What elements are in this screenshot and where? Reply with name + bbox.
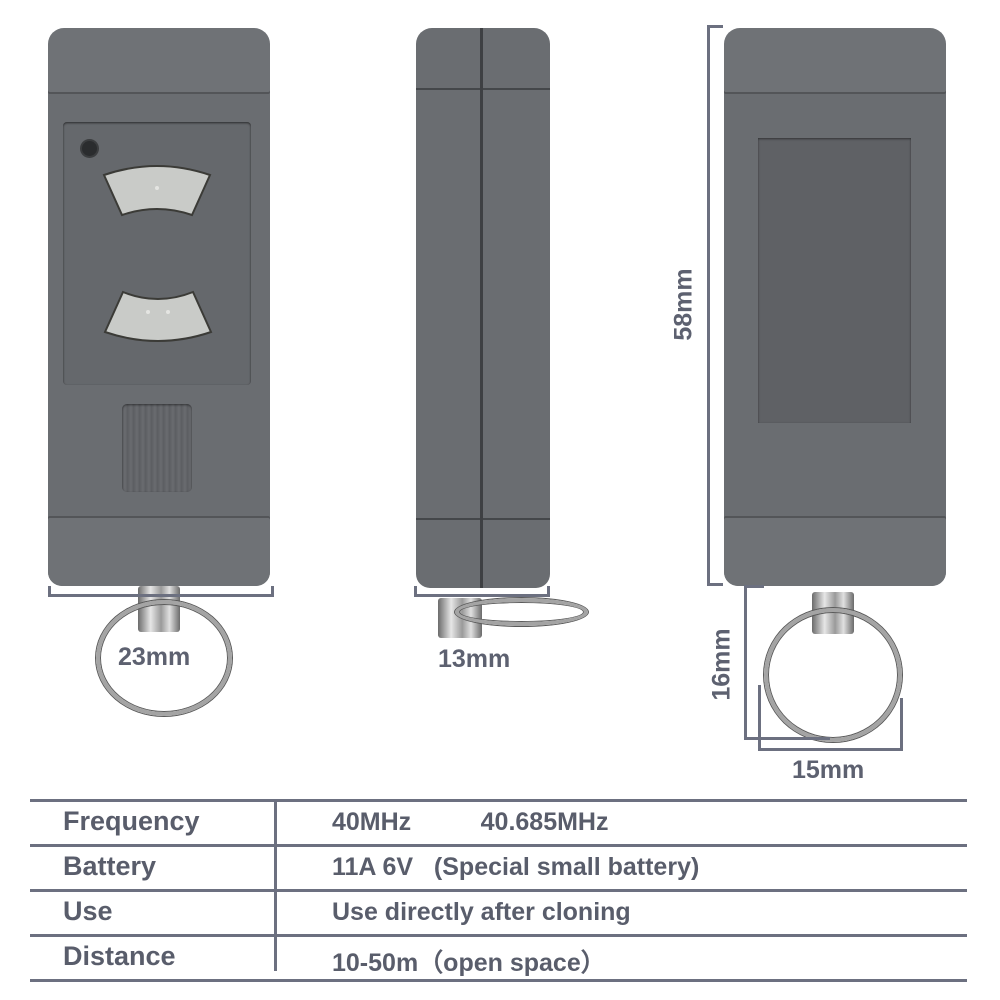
front-width-tick-right bbox=[271, 586, 274, 597]
side-depth-tick-left bbox=[414, 586, 417, 597]
side-keyring-icon bbox=[455, 598, 588, 626]
led-indicator-icon bbox=[82, 141, 97, 156]
side-depth-dimension-line bbox=[414, 594, 550, 597]
height-label: 58mm bbox=[669, 268, 698, 341]
front-width-dimension-line bbox=[48, 594, 274, 597]
front-top-cap bbox=[48, 28, 270, 94]
spec-value: 10-50m（open space） bbox=[332, 949, 606, 977]
remote-button-2[interactable] bbox=[101, 288, 215, 344]
spec-value: 11A 6V (Special small battery) bbox=[332, 853, 700, 881]
front-width-label: 23mm bbox=[118, 643, 191, 671]
back-keyring-icon bbox=[764, 608, 902, 742]
ring-width-label: 15mm bbox=[792, 756, 865, 784]
side-depth-label: 13mm bbox=[438, 645, 511, 673]
ring-height-label: 16mm bbox=[707, 628, 736, 701]
ring-height-tick-top bbox=[744, 585, 764, 588]
spec-row-use: Use Use directly after cloning bbox=[30, 889, 967, 934]
spec-label: Distance bbox=[63, 941, 176, 971]
side-top-seam bbox=[416, 88, 550, 90]
back-top-cap bbox=[724, 28, 946, 94]
ring-width-tick-left bbox=[758, 685, 761, 751]
spec-label: Use bbox=[63, 896, 113, 926]
ring-width-dimension-line bbox=[758, 748, 903, 751]
spec-value: Use directly after cloning bbox=[332, 898, 631, 926]
spec-table-divider bbox=[274, 799, 277, 971]
front-window bbox=[122, 404, 192, 492]
height-tick-top bbox=[707, 25, 723, 28]
spec-value: 40MHz 40.685MHz bbox=[332, 808, 609, 836]
button-panel bbox=[63, 122, 251, 385]
spec-row-frequency: Frequency 40MHz 40.685MHz bbox=[30, 799, 967, 844]
ring-height-tick-bottom bbox=[744, 737, 830, 740]
height-tick-bottom bbox=[707, 583, 723, 586]
spec-table: Frequency 40MHz 40.685MHz Battery 11A 6V… bbox=[30, 799, 967, 982]
spec-row-battery: Battery 11A 6V (Special small battery) bbox=[30, 844, 967, 889]
back-label-area bbox=[758, 138, 911, 423]
ring-width-tick-right bbox=[900, 698, 903, 751]
ring-height-dimension-line bbox=[744, 585, 747, 740]
side-bottom-seam bbox=[416, 518, 550, 520]
spec-row-distance: Distance 10-50m（open space） bbox=[30, 934, 967, 982]
front-width-tick-left bbox=[48, 586, 51, 597]
spec-label: Frequency bbox=[63, 806, 200, 836]
side-depth-tick-right bbox=[547, 586, 550, 597]
front-bottom-cap bbox=[48, 516, 270, 586]
back-bottom-cap bbox=[724, 516, 946, 586]
remote-button-1[interactable] bbox=[100, 163, 214, 219]
side-body bbox=[416, 28, 550, 588]
front-keyring-icon bbox=[96, 600, 232, 716]
spec-label: Battery bbox=[63, 851, 157, 881]
height-dimension-line bbox=[707, 25, 710, 585]
side-center-seam bbox=[480, 28, 483, 588]
